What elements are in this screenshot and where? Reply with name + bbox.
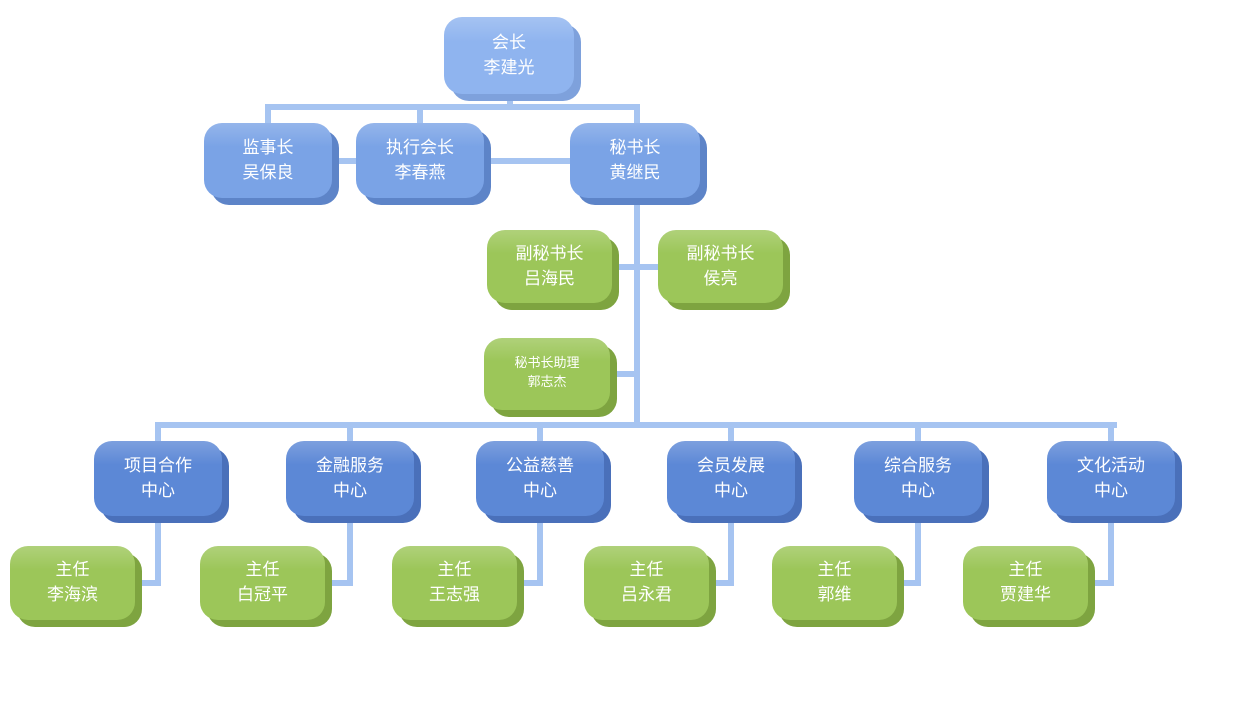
node-person: 吴保良 bbox=[242, 162, 294, 183]
node-person: 郭维 bbox=[817, 585, 852, 605]
node-deputy-sg-1: 副秘书长 吕海民 bbox=[487, 230, 612, 303]
node-title: 主任 bbox=[817, 560, 852, 581]
connector-line bbox=[319, 580, 353, 586]
node-subtitle: 中心 bbox=[1094, 480, 1128, 501]
node-person: 贾建华 bbox=[1000, 585, 1051, 605]
node-center-charity: 公益慈善 中心 bbox=[476, 441, 604, 516]
node-center-culture: 文化活动 中心 bbox=[1047, 441, 1175, 516]
connector-line bbox=[155, 510, 161, 586]
node-person: 黄继民 bbox=[609, 162, 661, 183]
node-person: 吕永君 bbox=[621, 585, 672, 605]
connector-line bbox=[1082, 580, 1114, 586]
node-supervisor: 监事长 吴保良 bbox=[204, 123, 332, 198]
node-title: 主任 bbox=[55, 560, 90, 581]
node-person: 郭志杰 bbox=[527, 375, 567, 390]
connector-line bbox=[728, 510, 734, 586]
node-center-services: 综合服务 中心 bbox=[854, 441, 982, 516]
node-title: 主任 bbox=[629, 560, 664, 581]
node-title: 金融服务 bbox=[316, 455, 384, 476]
connector-line bbox=[634, 104, 640, 129]
node-title: 主任 bbox=[245, 560, 280, 581]
connector-line bbox=[265, 104, 271, 129]
connector-line bbox=[703, 580, 734, 586]
node-title: 文化活动 bbox=[1077, 455, 1145, 476]
node-title: 秘书长助理 bbox=[514, 356, 580, 372]
connector-line bbox=[484, 158, 570, 164]
connector-line bbox=[915, 510, 921, 586]
connector-line bbox=[347, 510, 353, 586]
node-subtitle: 中心 bbox=[523, 480, 557, 501]
node-director-2: 主任 白冠平 bbox=[200, 546, 325, 620]
node-person: 王志强 bbox=[429, 585, 480, 605]
connector-line bbox=[728, 422, 734, 447]
node-exec-president: 执行会长 李春燕 bbox=[356, 123, 484, 198]
node-sg-assistant: 秘书长助理 郭志杰 bbox=[484, 338, 610, 410]
node-person: 李海滨 bbox=[47, 585, 98, 605]
node-subtitle: 中心 bbox=[333, 480, 367, 501]
node-subtitle: 中心 bbox=[901, 480, 935, 501]
connector-line bbox=[265, 104, 640, 110]
connector-line bbox=[129, 580, 161, 586]
connector-line bbox=[155, 422, 161, 447]
node-title: 主任 bbox=[437, 560, 472, 581]
node-title: 项目合作 bbox=[124, 455, 192, 476]
node-title: 综合服务 bbox=[884, 455, 952, 476]
node-title: 秘书长 bbox=[609, 137, 661, 158]
connector-line bbox=[155, 422, 1117, 428]
node-person: 吕海民 bbox=[524, 268, 575, 289]
connector-line bbox=[511, 580, 543, 586]
node-title: 执行会长 bbox=[386, 137, 454, 158]
node-director-4: 主任 吕永君 bbox=[584, 546, 709, 620]
node-director-3: 主任 王志强 bbox=[392, 546, 517, 620]
node-deputy-sg-2: 副秘书长 侯亮 bbox=[658, 230, 783, 303]
node-center-finance: 金融服务 中心 bbox=[286, 441, 414, 516]
connector-line bbox=[537, 422, 543, 447]
node-title: 主任 bbox=[1008, 560, 1043, 581]
node-title: 副秘书长 bbox=[515, 243, 584, 264]
connector-line bbox=[1108, 422, 1114, 447]
node-title: 会员发展 bbox=[697, 455, 765, 476]
node-subtitle: 中心 bbox=[714, 480, 748, 501]
node-title: 会长 bbox=[492, 32, 526, 53]
connector-line bbox=[634, 264, 664, 270]
node-center-project: 项目合作 中心 bbox=[94, 441, 222, 516]
node-center-membership: 会员发展 中心 bbox=[667, 441, 795, 516]
connector-line bbox=[634, 190, 640, 428]
node-president: 会长 李建光 bbox=[444, 17, 574, 94]
connector-line bbox=[347, 422, 353, 447]
node-person: 侯亮 bbox=[703, 268, 738, 289]
node-title: 副秘书长 bbox=[686, 243, 755, 264]
node-director-6: 主任 贾建华 bbox=[963, 546, 1088, 620]
connector-line bbox=[417, 104, 423, 129]
node-person: 李建光 bbox=[483, 57, 535, 78]
connector-line bbox=[1108, 510, 1114, 586]
node-title: 公益慈善 bbox=[506, 455, 574, 476]
node-secretary-general: 秘书长 黄继民 bbox=[570, 123, 700, 198]
node-person: 李春燕 bbox=[394, 162, 446, 183]
node-director-1: 主任 李海滨 bbox=[10, 546, 135, 620]
connector-line bbox=[507, 90, 513, 110]
connector-line bbox=[537, 510, 543, 586]
connector-line bbox=[332, 158, 356, 164]
node-subtitle: 中心 bbox=[141, 480, 175, 501]
connector-line bbox=[604, 371, 636, 377]
connector-line bbox=[606, 264, 636, 270]
node-person: 白冠平 bbox=[237, 585, 288, 605]
connector-line bbox=[891, 580, 921, 586]
node-title: 监事长 bbox=[242, 137, 294, 158]
node-director-5: 主任 郭维 bbox=[772, 546, 897, 620]
connector-line bbox=[915, 422, 921, 447]
